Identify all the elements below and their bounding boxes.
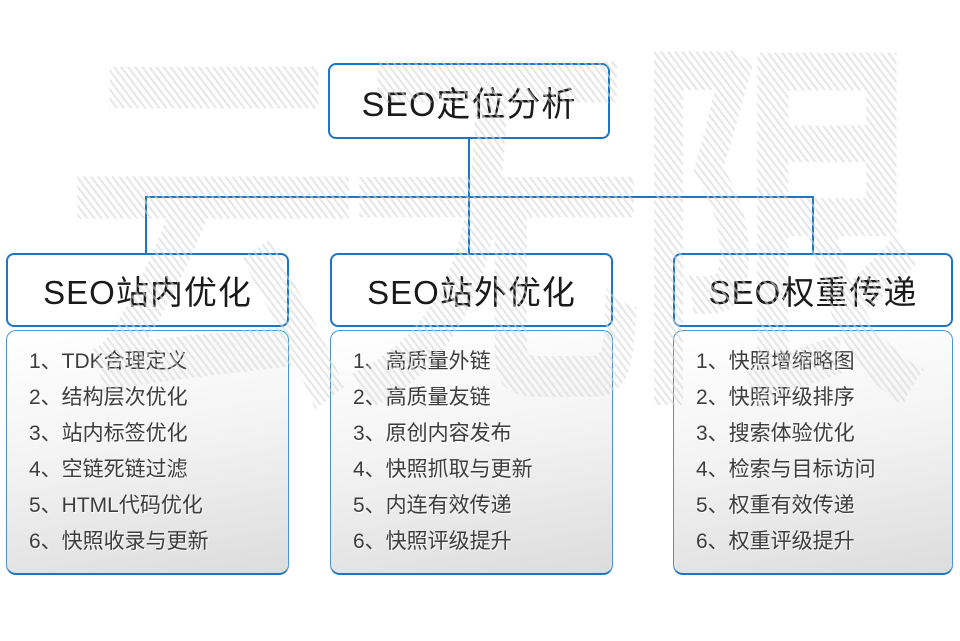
list-item: 5、权重有效传递	[696, 494, 855, 517]
list-item: 4、快照抓取与更新	[353, 458, 533, 481]
list-item: 1、TDK合理定义	[29, 350, 188, 373]
list-item: 6、快照收录与更新	[29, 530, 209, 553]
list-item: 1、高质量外链	[353, 350, 491, 373]
list-item: 6、快照评级提升	[353, 530, 512, 553]
list-item: 5、内连有效传递	[353, 494, 512, 517]
list-item: 3、原创内容发布	[353, 422, 512, 445]
panel-weight-transfer: 1、快照增缩略图 2、快照评级排序 3、搜索体验优化 4、检索与目标访问 5、权…	[673, 330, 953, 575]
list-weight-transfer: 1、快照增缩略图 2、快照评级排序 3、搜索体验优化 4、检索与目标访问 5、权…	[696, 344, 942, 560]
connector-drop-left	[145, 196, 147, 253]
list-item: 2、快照评级排序	[696, 386, 855, 409]
list-item: 4、空链死链过滤	[29, 458, 188, 481]
connector-root-stem	[468, 139, 470, 197]
list-item: 6、权重评级提升	[696, 530, 855, 553]
list-item: 2、高质量友链	[353, 386, 491, 409]
panel-onsite: 1、TDK合理定义 2、结构层次优化 3、站内标签优化 4、空链死链过滤 5、H…	[6, 330, 289, 575]
list-item: 3、搜索体验优化	[696, 422, 855, 445]
list-item: 5、HTML代码优化	[29, 494, 203, 517]
list-item: 2、结构层次优化	[29, 386, 188, 409]
list-item: 1、快照增缩略图	[696, 350, 855, 373]
connector-horizontal-bus	[145, 196, 814, 198]
list-offsite: 1、高质量外链 2、高质量友链 3、原创内容发布 4、快照抓取与更新 5、内连有…	[353, 344, 602, 560]
list-item: 3、站内标签优化	[29, 422, 188, 445]
column-header-offsite: SEO站外优化	[330, 253, 613, 327]
connector-drop-center	[468, 196, 470, 253]
column-header-weight-transfer: SEO权重传递	[673, 253, 953, 327]
panel-offsite: 1、高质量外链 2、高质量友链 3、原创内容发布 4、快照抓取与更新 5、内连有…	[330, 330, 613, 575]
list-onsite: 1、TDK合理定义 2、结构层次优化 3、站内标签优化 4、空链死链过滤 5、H…	[29, 344, 278, 560]
connector-drop-right	[812, 196, 814, 253]
root-node-seo-positioning: SEO定位分析	[328, 63, 610, 139]
column-header-onsite: SEO站内优化	[6, 253, 289, 327]
list-item: 4、检索与目标访问	[696, 458, 876, 481]
